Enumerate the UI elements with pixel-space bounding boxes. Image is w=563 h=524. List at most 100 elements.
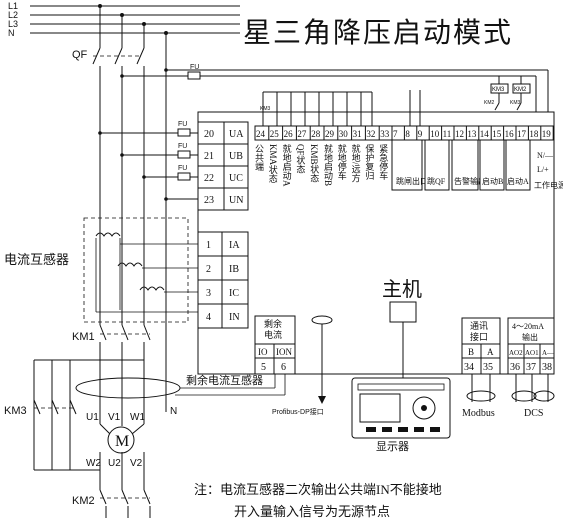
km1-contactor: KM1 (72, 110, 151, 410)
qf-breaker: QF (72, 6, 145, 110)
bus-label-l1: L1 (8, 1, 18, 11)
terminal-26: 26 (284, 129, 294, 139)
terminal-17: 17 (517, 129, 527, 139)
analog-num-38: 38 (542, 362, 552, 373)
profibus-port: Profibus-DP接口 (272, 315, 333, 416)
input-label-4: KMB状态 (309, 144, 319, 183)
km1-label: KM1 (72, 331, 95, 343)
comm-title-1: 通讯 (470, 321, 488, 331)
input-label-7: 就地/远方 (351, 143, 361, 184)
n-label: N (170, 406, 177, 417)
output-label-3: 启动B (482, 176, 503, 186)
voltage-feed: FU FU FU (98, 121, 198, 201)
modbus-label: Modbus (462, 408, 495, 419)
fu-label-2: FU (178, 143, 187, 150)
terminal-30: 30 (339, 129, 349, 139)
host-connector (389, 301, 417, 323)
fu-label-top: FU (190, 64, 199, 71)
current-terminal-name-2: IC (229, 288, 239, 299)
comm-col-b: B (468, 347, 474, 357)
input-wiring (262, 90, 421, 126)
km2-contactor: KM2 (72, 489, 151, 518)
terminal-7: 7 (393, 129, 398, 139)
note-line-1: 注：电流互感器二次输出公共端IN不能接地 (194, 482, 442, 497)
diagram-title: 星三角降压启动模式 (243, 17, 513, 49)
current-terminal-num-2: 3 (206, 288, 211, 299)
host-label: 主机 (382, 278, 422, 301)
input-label-0: 公共端 (254, 144, 264, 172)
km2-small-label: KM2 (484, 100, 495, 106)
bus-lines: L1 L2 L3 N (8, 1, 240, 38)
input-label-3: QF状态 (295, 144, 305, 174)
output-groups: 跳闸出口 跳QF 告警输出 启动B 启动A 工作电源 N/— L/+ (391, 139, 563, 191)
terminal-11: 11 (443, 129, 452, 139)
motor: M U1 V1 W1 W2 U2 V2 (86, 410, 145, 490)
power-label-l: L/+ (537, 165, 549, 174)
display-unit: 显示器 (351, 377, 451, 453)
analog-col-ao1: AO1 (525, 349, 539, 357)
display-screen (359, 393, 401, 423)
terminal-w1: W1 (130, 412, 145, 423)
voltage-terminal-name-0: UA (229, 129, 244, 140)
note-line-2: 开入量输入信号为无源节点 (234, 504, 390, 519)
output-label-4: 启动A (507, 176, 529, 186)
bus-label-n: N (8, 28, 15, 38)
output-label-5: 工作电源 (534, 180, 563, 190)
current-terminal-num-0: 1 (206, 240, 211, 251)
comm-col-a: A (487, 347, 494, 357)
analog-col-a: A— (542, 349, 555, 357)
terminal-13: 13 (467, 129, 477, 139)
terminal-28: 28 (311, 129, 321, 139)
terminal-18: 18 (529, 129, 539, 139)
display-panel (351, 377, 451, 439)
analog-num-37: 37 (526, 362, 536, 373)
terminal-15: 15 (492, 129, 502, 139)
bus-label-l2: L2 (8, 10, 18, 20)
terminal-27: 27 (297, 129, 307, 139)
residual-ct: 剩余电流互感器 (75, 373, 286, 399)
analog-num-36: 36 (510, 362, 520, 373)
terminal-14: 14 (480, 129, 490, 139)
fu-label-3: FU (178, 165, 187, 172)
ct-label: 电流互感器 (4, 252, 69, 267)
input-label-5: 就地启动B (323, 143, 333, 186)
terminal-29: 29 (325, 129, 335, 139)
terminal-16: 16 (505, 129, 514, 139)
power-label-n: N/— (537, 151, 554, 160)
residual-title-2: 电流 (264, 329, 282, 340)
terminal-u2: U2 (108, 458, 121, 469)
comm-title-2: 接口 (470, 331, 488, 342)
bus-label-l3: L3 (8, 19, 18, 29)
km2-label: KM2 (72, 495, 95, 507)
terminal-v2: V2 (130, 458, 143, 469)
display-keypad (412, 396, 436, 420)
terminal-31: 31 (353, 129, 362, 139)
voltage-terminal-num-1: 21 (204, 151, 214, 162)
residual-terminals: 剩余 电流 IO ION 5 6 (254, 315, 296, 375)
current-terminal-name-1: IB (229, 264, 239, 275)
km3-contactor: KM3 (4, 359, 144, 471)
comm-num-35: 35 (483, 362, 493, 373)
analog-col-ao2: AO2 (509, 349, 523, 357)
residual-num-5: 5 (261, 362, 266, 373)
km3-label: KM3 (4, 405, 27, 417)
terminal-v1: V1 (108, 412, 121, 423)
analog-title-1: 4～20mA (512, 322, 544, 331)
km2-box-label: KM2 (514, 87, 527, 93)
residual-col-io: IO (258, 347, 268, 357)
current-terminal-num-1: 2 (206, 264, 211, 275)
current-terminal-num-3: 4 (206, 312, 211, 323)
voltage-terminal-num-3: 23 (204, 195, 214, 206)
terminal-33: 33 (380, 129, 390, 139)
km3-small-label: KM3 (260, 106, 271, 112)
voltage-terminal-name-3: UN (229, 195, 243, 206)
terminal-24: 24 (256, 129, 266, 139)
input-label-9: 紧急停车 (378, 144, 388, 181)
terminal-8: 8 (405, 129, 410, 139)
voltage-terminal-name-1: UB (229, 151, 243, 162)
input-label-1: KMA状态 (268, 144, 278, 183)
voltage-terminal-name-2: UC (229, 173, 243, 184)
